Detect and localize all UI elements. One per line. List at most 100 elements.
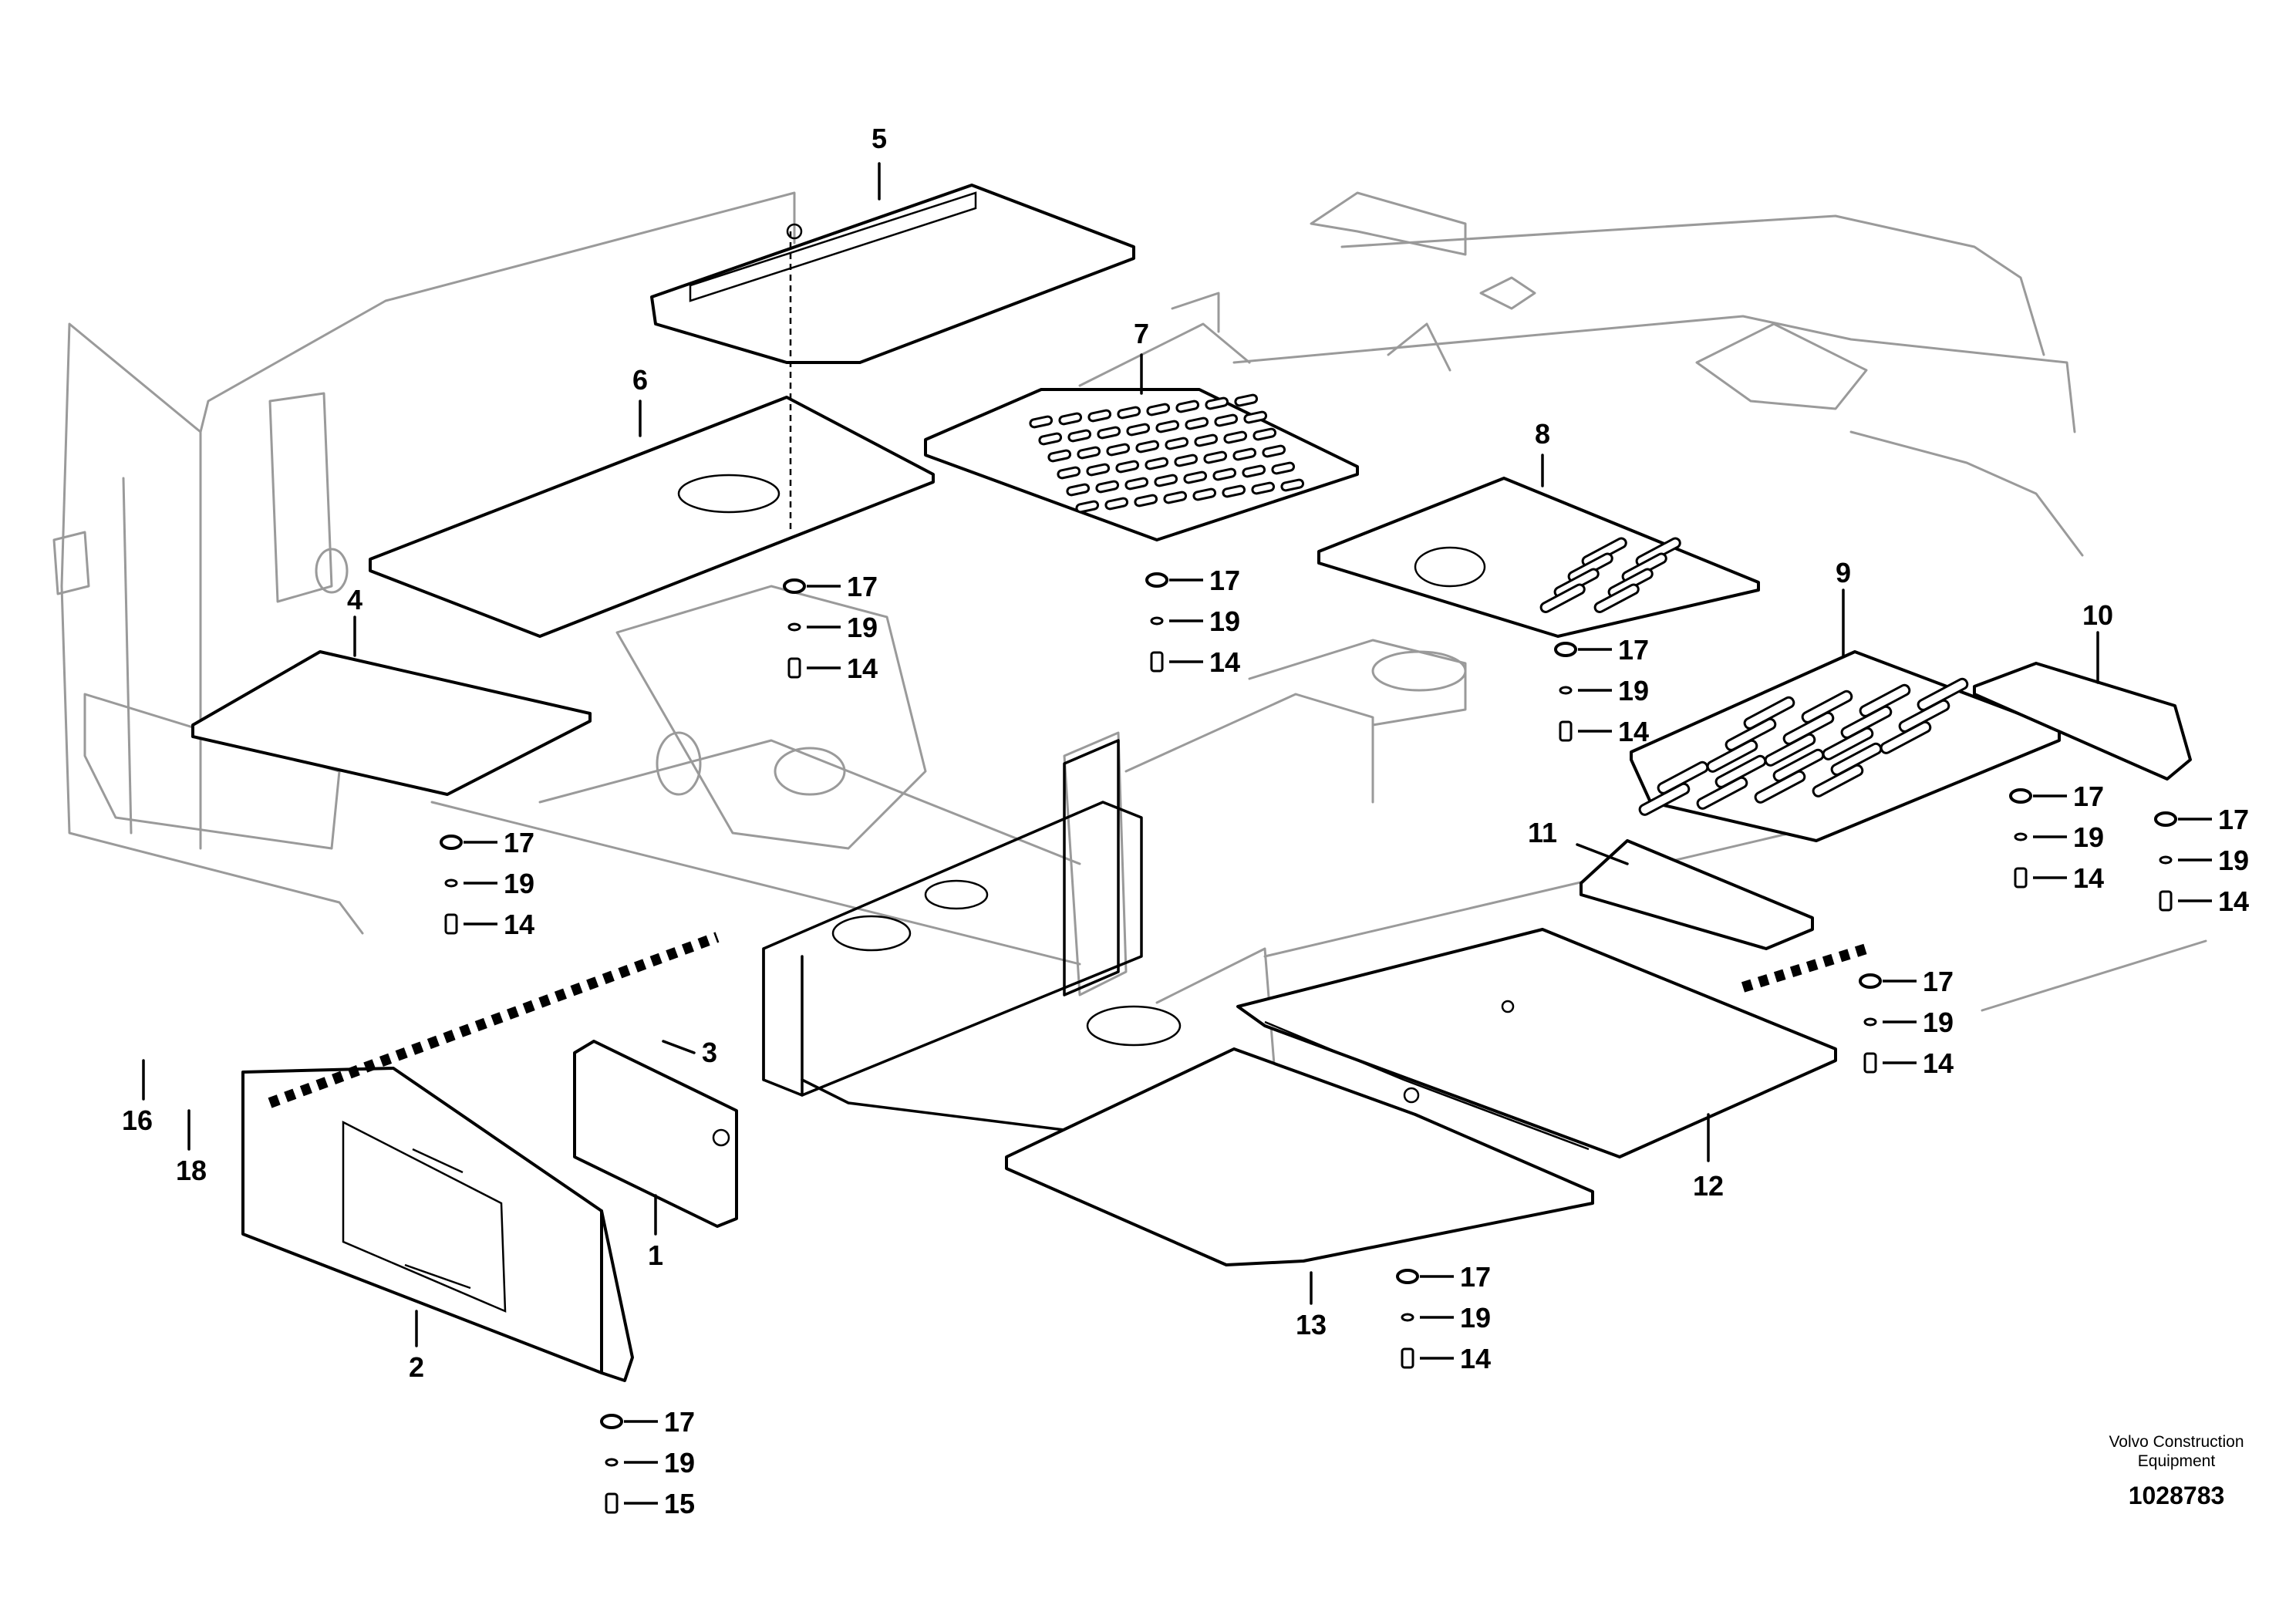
callout-19: 19 [1460,1302,1491,1334]
part-8-louvre-set [1539,537,1681,613]
vent-slot [1242,464,1266,478]
callout-17: 17 [2218,804,2249,835]
washer [600,1414,623,1429]
callout-8: 8 [1535,418,1550,450]
callout-14: 14 [1209,646,1240,678]
vent-slot [1222,484,1246,498]
vent-slot [1253,427,1277,441]
callout-2: 2 [409,1351,424,1383]
vent-slot [1047,449,1072,463]
vent-slot [1145,457,1169,470]
callout-labels: 5 6 7 8 4 9 10 11 12 13 2 1 3 16 18 [122,123,2113,1383]
callout-14: 14 [1618,716,1649,747]
washer [1145,572,1168,588]
callout-4: 4 [347,584,362,615]
vent-slot [1104,497,1129,511]
vent-slot [1075,500,1100,514]
screw [2014,867,2028,889]
vent-slot [1117,406,1141,420]
callout-19: 19 [1618,675,1649,706]
seal-ring [1401,1313,1414,1322]
seal-ring [2159,855,2173,865]
callout-14: 14 [1460,1343,1491,1374]
part-1-cover [573,1040,738,1228]
vent-slot [1077,446,1101,460]
vent-slot [1135,440,1160,454]
vent-slot [1212,467,1237,481]
callout-19: 19 [664,1447,695,1479]
vent-slot [1058,412,1083,426]
vent-slot [1067,429,1092,443]
louvre [1593,583,1640,613]
part-10-plate [1973,662,2192,781]
vent-slot [1234,393,1259,407]
vent-slot [1163,491,1188,504]
louvre [1859,683,1911,717]
part-11-plate [1580,839,1814,950]
louvre [1917,677,1969,711]
seal-ring [2014,832,2028,841]
louvre [1830,742,1883,776]
callout-10: 10 [2082,599,2113,631]
seal-ring [1559,686,1573,695]
part-13-floor-plate [1005,1047,1594,1266]
screw [444,913,458,935]
louvre [1801,690,1853,723]
screw [1150,651,1164,673]
vent-slot [1115,460,1140,474]
callout-13: 13 [1296,1309,1327,1340]
vent-slot [1155,420,1180,433]
vent-slot [1232,447,1257,461]
part-4-plate [191,650,592,796]
seal-ring [787,622,801,632]
seal-ring [1150,616,1164,626]
louvre [1772,748,1825,782]
publisher-credit-line-2: Equipment [2138,1452,2216,1470]
washer [1859,973,1882,989]
vent-slot [1194,433,1219,447]
screw [1401,1347,1414,1369]
part-9-louvre-set [1638,677,1969,816]
vent-slot [1205,396,1229,410]
callout-1: 1 [648,1239,663,1271]
vent-slot [1126,423,1151,437]
washer [2154,811,2177,827]
louvre [1898,699,1950,733]
callout-12: 12 [1693,1170,1724,1202]
callout-17: 17 [1460,1261,1491,1293]
vent-slot [1057,466,1081,480]
callout-7: 7 [1134,318,1149,349]
vent-slot [1185,416,1209,430]
seal-ring [1863,1017,1877,1027]
dashed-assembly-lines [268,231,1869,1108]
part-7-slot-grid [1029,393,1305,514]
publisher-block: Volvo Construction Equipment 1028783 [2109,1433,2244,1509]
vent-slot [1251,481,1276,495]
callout-3: 3 [702,1037,717,1068]
fastener-hardware [440,572,2177,1514]
part-7-louvred-plate [924,388,1359,541]
louvre [1725,717,1777,751]
louvre [1657,760,1709,794]
louvre [1782,711,1835,745]
callout-15: 15 [664,1488,695,1519]
washer [783,578,806,594]
screw [1863,1052,1877,1074]
callout-19: 19 [504,868,534,899]
part-6-floor-plate [369,396,935,638]
washer [1396,1269,1419,1284]
vent-slot [1262,444,1286,458]
callout-6: 6 [632,364,648,396]
callout-14: 14 [1923,1047,1954,1079]
washer [440,835,463,850]
callout-17: 17 [847,571,878,602]
vent-slot [1192,487,1217,501]
vent-slot [1029,415,1054,429]
vent-slot [1146,403,1171,416]
callout-14: 14 [847,653,878,684]
vent-slot [1038,432,1063,446]
document-number: 1028783 [2129,1482,2225,1509]
washer [2009,788,2032,804]
callout-5: 5 [872,123,887,154]
